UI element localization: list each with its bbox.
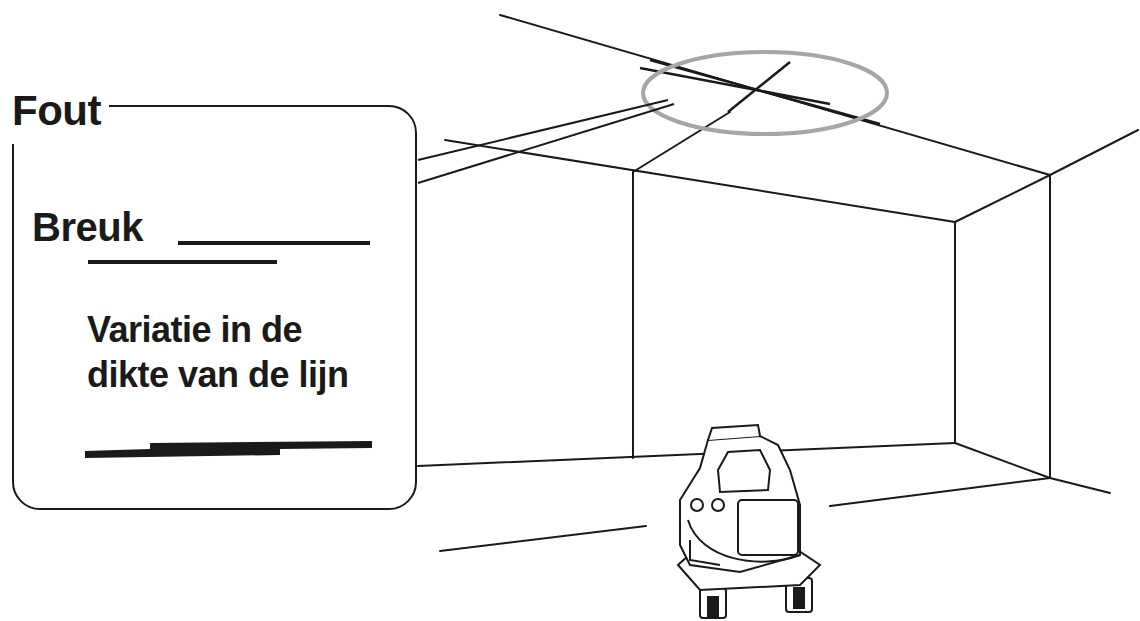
error-label: Variatie in de dikte van de lijn (87, 307, 377, 397)
callout-box: FoutBreukVariatie in de dikte van de lij… (12, 105, 417, 510)
callout-heading: Fout (10, 85, 109, 144)
error-label: Breuk (32, 202, 143, 252)
laser-level (678, 425, 820, 618)
